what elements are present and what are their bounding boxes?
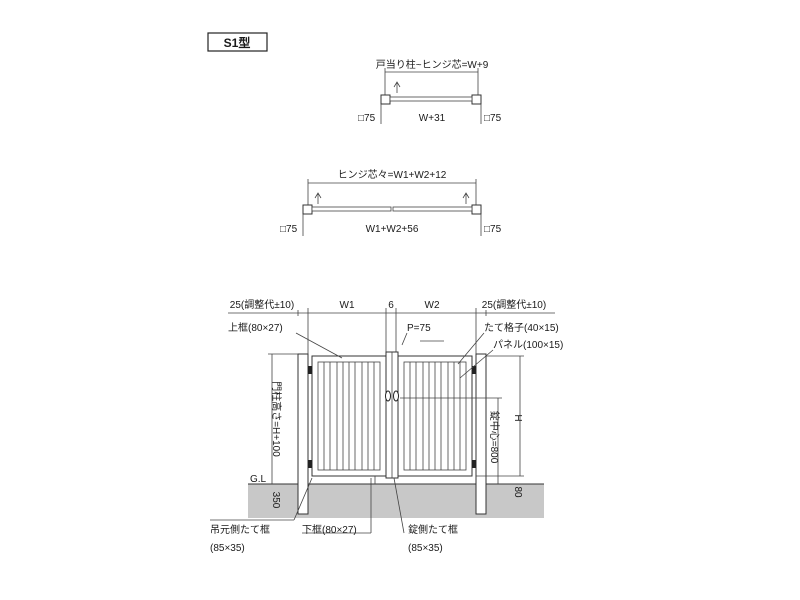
label-lock-center: 錠中心=800 xyxy=(488,411,501,464)
mid-gate-leaf-right xyxy=(392,206,473,212)
label-hinge-stile: 吊元側たて框 xyxy=(210,523,270,536)
open-arrow-icon xyxy=(393,81,401,93)
top-dim-hinge-label: 戸当り柱~ヒンジ芯=W+9 xyxy=(376,58,489,71)
front-elevation: G.L 25(調整代±10) W1 6 W2 25(調整代±10) xyxy=(210,298,563,554)
label-h: H xyxy=(512,414,523,421)
top-plan-view: 戸当り柱~ヒンジ芯=W+9 □75 W+31 □75 xyxy=(358,58,502,124)
mid-post-left xyxy=(302,204,313,215)
label-lock-stile: 錠側たて框 xyxy=(408,523,458,536)
post-left xyxy=(297,353,309,515)
mid-plan-view: ヒンジ芯々=W1+W2+12 □75 W1+W2+56 □75 xyxy=(280,168,502,236)
hinge-lower-left xyxy=(308,460,312,468)
label-panel: パネル(100×15) xyxy=(493,339,563,351)
dim-adjust-left: 25(調整代±10) xyxy=(230,298,294,311)
label-bottom-frame: 下框(80×27) xyxy=(302,523,357,536)
dim-gap: 6 xyxy=(388,300,394,311)
mid-post-right xyxy=(471,204,482,215)
hinge-upper-left xyxy=(308,366,312,374)
top-post-left xyxy=(380,94,391,105)
top-gate-leaf xyxy=(389,96,473,102)
mid-dim-hinge-label: ヒンジ芯々=W1+W2+12 xyxy=(338,168,447,181)
dim-w2: W2 xyxy=(425,300,440,311)
top-post-right xyxy=(471,94,482,105)
title-box: S1型 xyxy=(207,32,268,52)
hinge-lower-right xyxy=(472,460,476,468)
gl-label: G.L xyxy=(250,474,267,485)
label-pitch: P=75 xyxy=(407,323,431,334)
label-lock-stile-size: (85×35) xyxy=(408,543,443,554)
top-post-right-size: □75 xyxy=(484,113,502,124)
mid-gate-leaf-left xyxy=(311,206,392,212)
label-80: 80 xyxy=(512,486,523,498)
label-top-frame: 上框(80×27) xyxy=(228,321,283,334)
open-arrow-left-icon xyxy=(314,192,322,204)
label-slat: たて格子(40×15) xyxy=(484,321,559,334)
post-right xyxy=(475,353,487,515)
label-hinge-stile-size: (85×35) xyxy=(210,543,245,554)
mid-post-left-size: □75 xyxy=(280,224,298,235)
mid-dim-width-label: W1+W2+56 xyxy=(366,224,419,235)
top-dim-width-label: W+31 xyxy=(419,113,446,124)
gate-leaf-right xyxy=(397,355,476,477)
dim-w1: W1 xyxy=(340,300,355,311)
lock-handle-icon xyxy=(385,390,399,402)
title-label: S1型 xyxy=(224,35,251,50)
label-350: 350 xyxy=(270,492,281,509)
label-post-height: 門柱高さ=H+100 xyxy=(270,381,283,457)
gate-leaf-left xyxy=(308,355,387,477)
top-post-left-size: □75 xyxy=(358,113,376,124)
dim-adjust-right: 25(調整代±10) xyxy=(482,298,546,311)
mid-post-right-size: □75 xyxy=(484,224,502,235)
hinge-upper-right xyxy=(472,366,476,374)
open-arrow-right-icon xyxy=(462,192,470,204)
